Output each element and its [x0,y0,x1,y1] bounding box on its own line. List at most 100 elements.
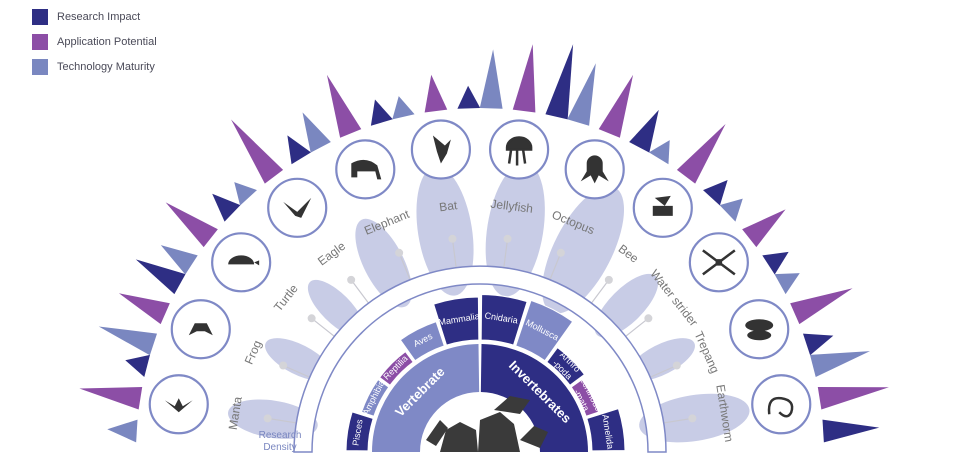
bar-maturity-trepang [774,273,800,295]
legend-label: Application Potential [57,35,157,48]
bar-maturity-turtle [160,245,198,275]
bar-potential-earthworm [817,386,889,410]
bar-maturity-octopus [567,63,596,126]
bar-potential-trepang [790,288,853,325]
taxon-segment-arthropoda[interactable] [546,346,586,386]
bar-maturity-manta [107,419,138,443]
taxon-segment-reptilia[interactable] [378,350,414,386]
leader-dot [395,248,404,257]
bar-impact-elephant [370,99,393,126]
animal-label: Trepang [692,329,723,375]
animal-node-frog[interactable] [170,299,231,360]
group-invertebrates[interactable] [480,344,588,452]
bar-impact-trepang [802,333,834,356]
legend-item-technology-maturity[interactable]: Technology Maturity [32,54,157,79]
density-blob-mammalia [416,166,474,296]
taxon-segment-annelida[interactable] [586,408,626,452]
bar-impact-frog [135,259,186,295]
sea-cucumber-icon [745,319,774,341]
taxon-label: Pisces [351,418,365,446]
animal-node-octopus[interactable] [564,139,625,200]
bar-impact-turtle [212,193,241,222]
animal-node-elephant[interactable] [335,139,396,200]
turtle-icon [228,255,260,266]
bar-maturity-jellyfish [479,49,503,109]
taxon-segment-mollusca[interactable] [515,299,574,362]
bar-potential-manta [79,386,143,410]
animal-node-trepang[interactable] [729,299,790,360]
leader-dot [644,314,653,323]
eagle-icon [283,197,312,218]
leader-dot [307,314,316,323]
bar-potential-waterstrider [742,209,786,248]
bar-maturity-eagle [234,182,257,206]
bar-potential-frog [118,293,170,325]
bat-icon [432,135,451,164]
animal-node-earthworm[interactable] [751,374,812,435]
group-vertebrate[interactable] [372,344,480,452]
animal-node-turtle[interactable] [211,232,272,293]
leader-dot [604,275,613,284]
taxon-segment-cnidaria[interactable] [480,294,528,346]
taxon-segment-pisces[interactable] [345,411,374,452]
bar-impact-manta [125,354,150,377]
taxon-segment-amphibia[interactable] [360,378,390,417]
bar-potential-jellyfish [512,44,536,113]
bar-maturity-bee [648,140,670,165]
bee-icon [652,195,673,216]
bar-impact-eagle [287,135,312,165]
octopus-icon [580,155,609,184]
leader-dot [263,414,272,423]
legend-swatch [32,33,48,50]
animal-node-bat[interactable] [410,119,472,180]
elephant-icon [351,159,382,180]
leader-dot [503,234,512,243]
animal-label: Bat [438,198,458,214]
legend-item-application-potential[interactable]: Application Potential [32,29,157,54]
density-blob-cnidaria [485,162,545,297]
legend-label: Technology Maturity [57,60,155,73]
animal-label: Turtle [271,281,301,314]
elephant-silhouette-icon [440,422,478,452]
legend-swatch [32,58,48,75]
octopus-silhouette-icon [478,412,520,452]
animal-node-eagle[interactable] [267,177,328,238]
animal-label: Eagle [315,239,348,269]
bar-maturity-bat [392,96,415,120]
manta-ray-icon [164,398,193,413]
earthworm-icon [767,396,794,418]
animal-node-manta[interactable] [148,374,209,435]
legend-label: Research Impact [57,10,141,23]
animal-node-jellyfish[interactable] [488,119,550,180]
bar-maturity-waterstrider [719,198,743,222]
bar-potential-bee [676,123,726,184]
legend: Research Impact Application Potential Te… [32,4,157,79]
animal-label: Bee [616,242,642,266]
manta-silhouette-icon [494,396,530,414]
leader-dot [279,361,288,370]
taxon-segment-echinodermata[interactable] [570,378,600,417]
outer-ring [293,265,667,453]
animal-label: Frog [242,338,265,366]
bar-potential-eagle [231,119,284,184]
water-strider-icon [702,249,736,276]
leader-dot [672,361,681,370]
animal-node-waterstrider[interactable] [688,232,749,293]
bar-maturity-earthworm [810,351,870,377]
bar-impact-waterstrider [762,251,789,275]
taxon-segment-mammalia[interactable] [433,296,480,346]
bar-impact-earthworm [822,419,880,443]
bar-potential-octopus [598,74,634,138]
bar-impact-bee [703,180,728,206]
legend-item-research-impact[interactable]: Research Impact [32,4,157,29]
bar-potential-elephant [326,74,362,138]
bar-impact-octopus [629,109,659,153]
animal-label: Jellyfish [490,197,534,216]
leader-dot [448,234,457,243]
animal-node-bee[interactable] [632,177,693,238]
taxon-segment-aves[interactable] [399,321,445,362]
frog-icon [188,323,213,336]
jellyfish-icon [505,136,533,166]
leader-dot [688,414,697,423]
